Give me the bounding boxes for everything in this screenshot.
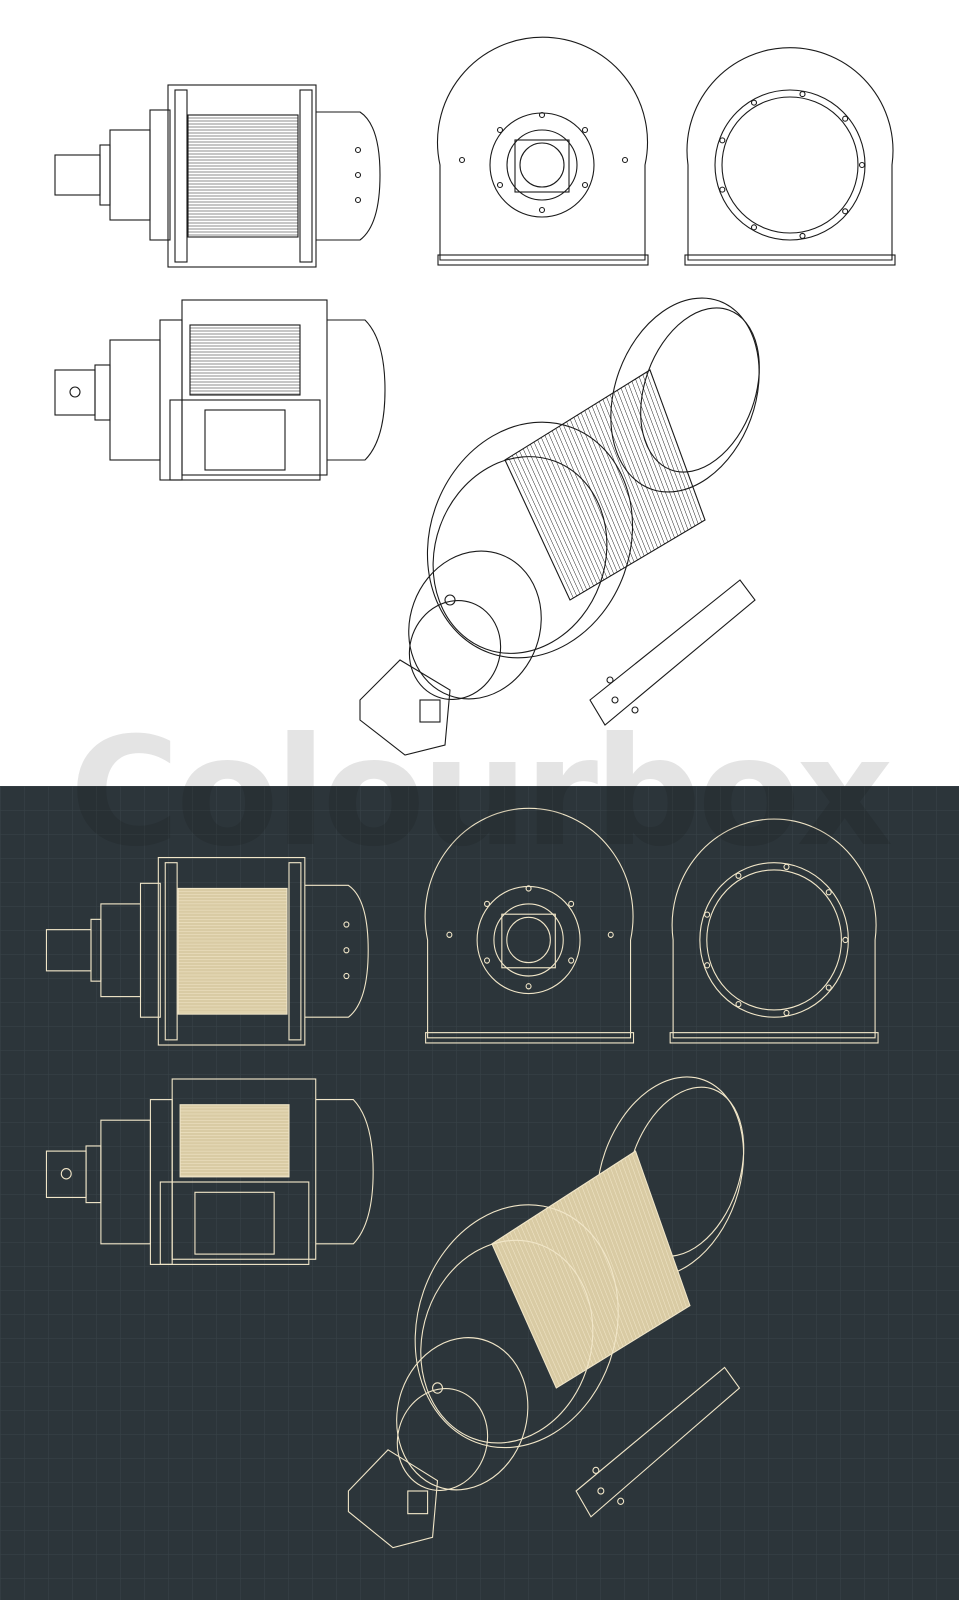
light-blueprint-panel bbox=[0, 0, 959, 786]
winch-drawings-light bbox=[54, 36, 896, 756]
top-view bbox=[54, 299, 386, 481]
side-view-left bbox=[684, 47, 896, 266]
isometric-view bbox=[347, 1076, 745, 1549]
winch-drawings-dark bbox=[45, 807, 879, 1549]
side-view-right bbox=[436, 36, 649, 266]
dark-blueprint-panel bbox=[0, 786, 959, 1600]
front-view bbox=[45, 856, 369, 1046]
side-view-right bbox=[424, 807, 635, 1044]
top-view bbox=[45, 1078, 374, 1265]
isometric-view bbox=[359, 297, 760, 756]
front-view bbox=[54, 84, 381, 268]
side-view-left bbox=[669, 818, 879, 1044]
